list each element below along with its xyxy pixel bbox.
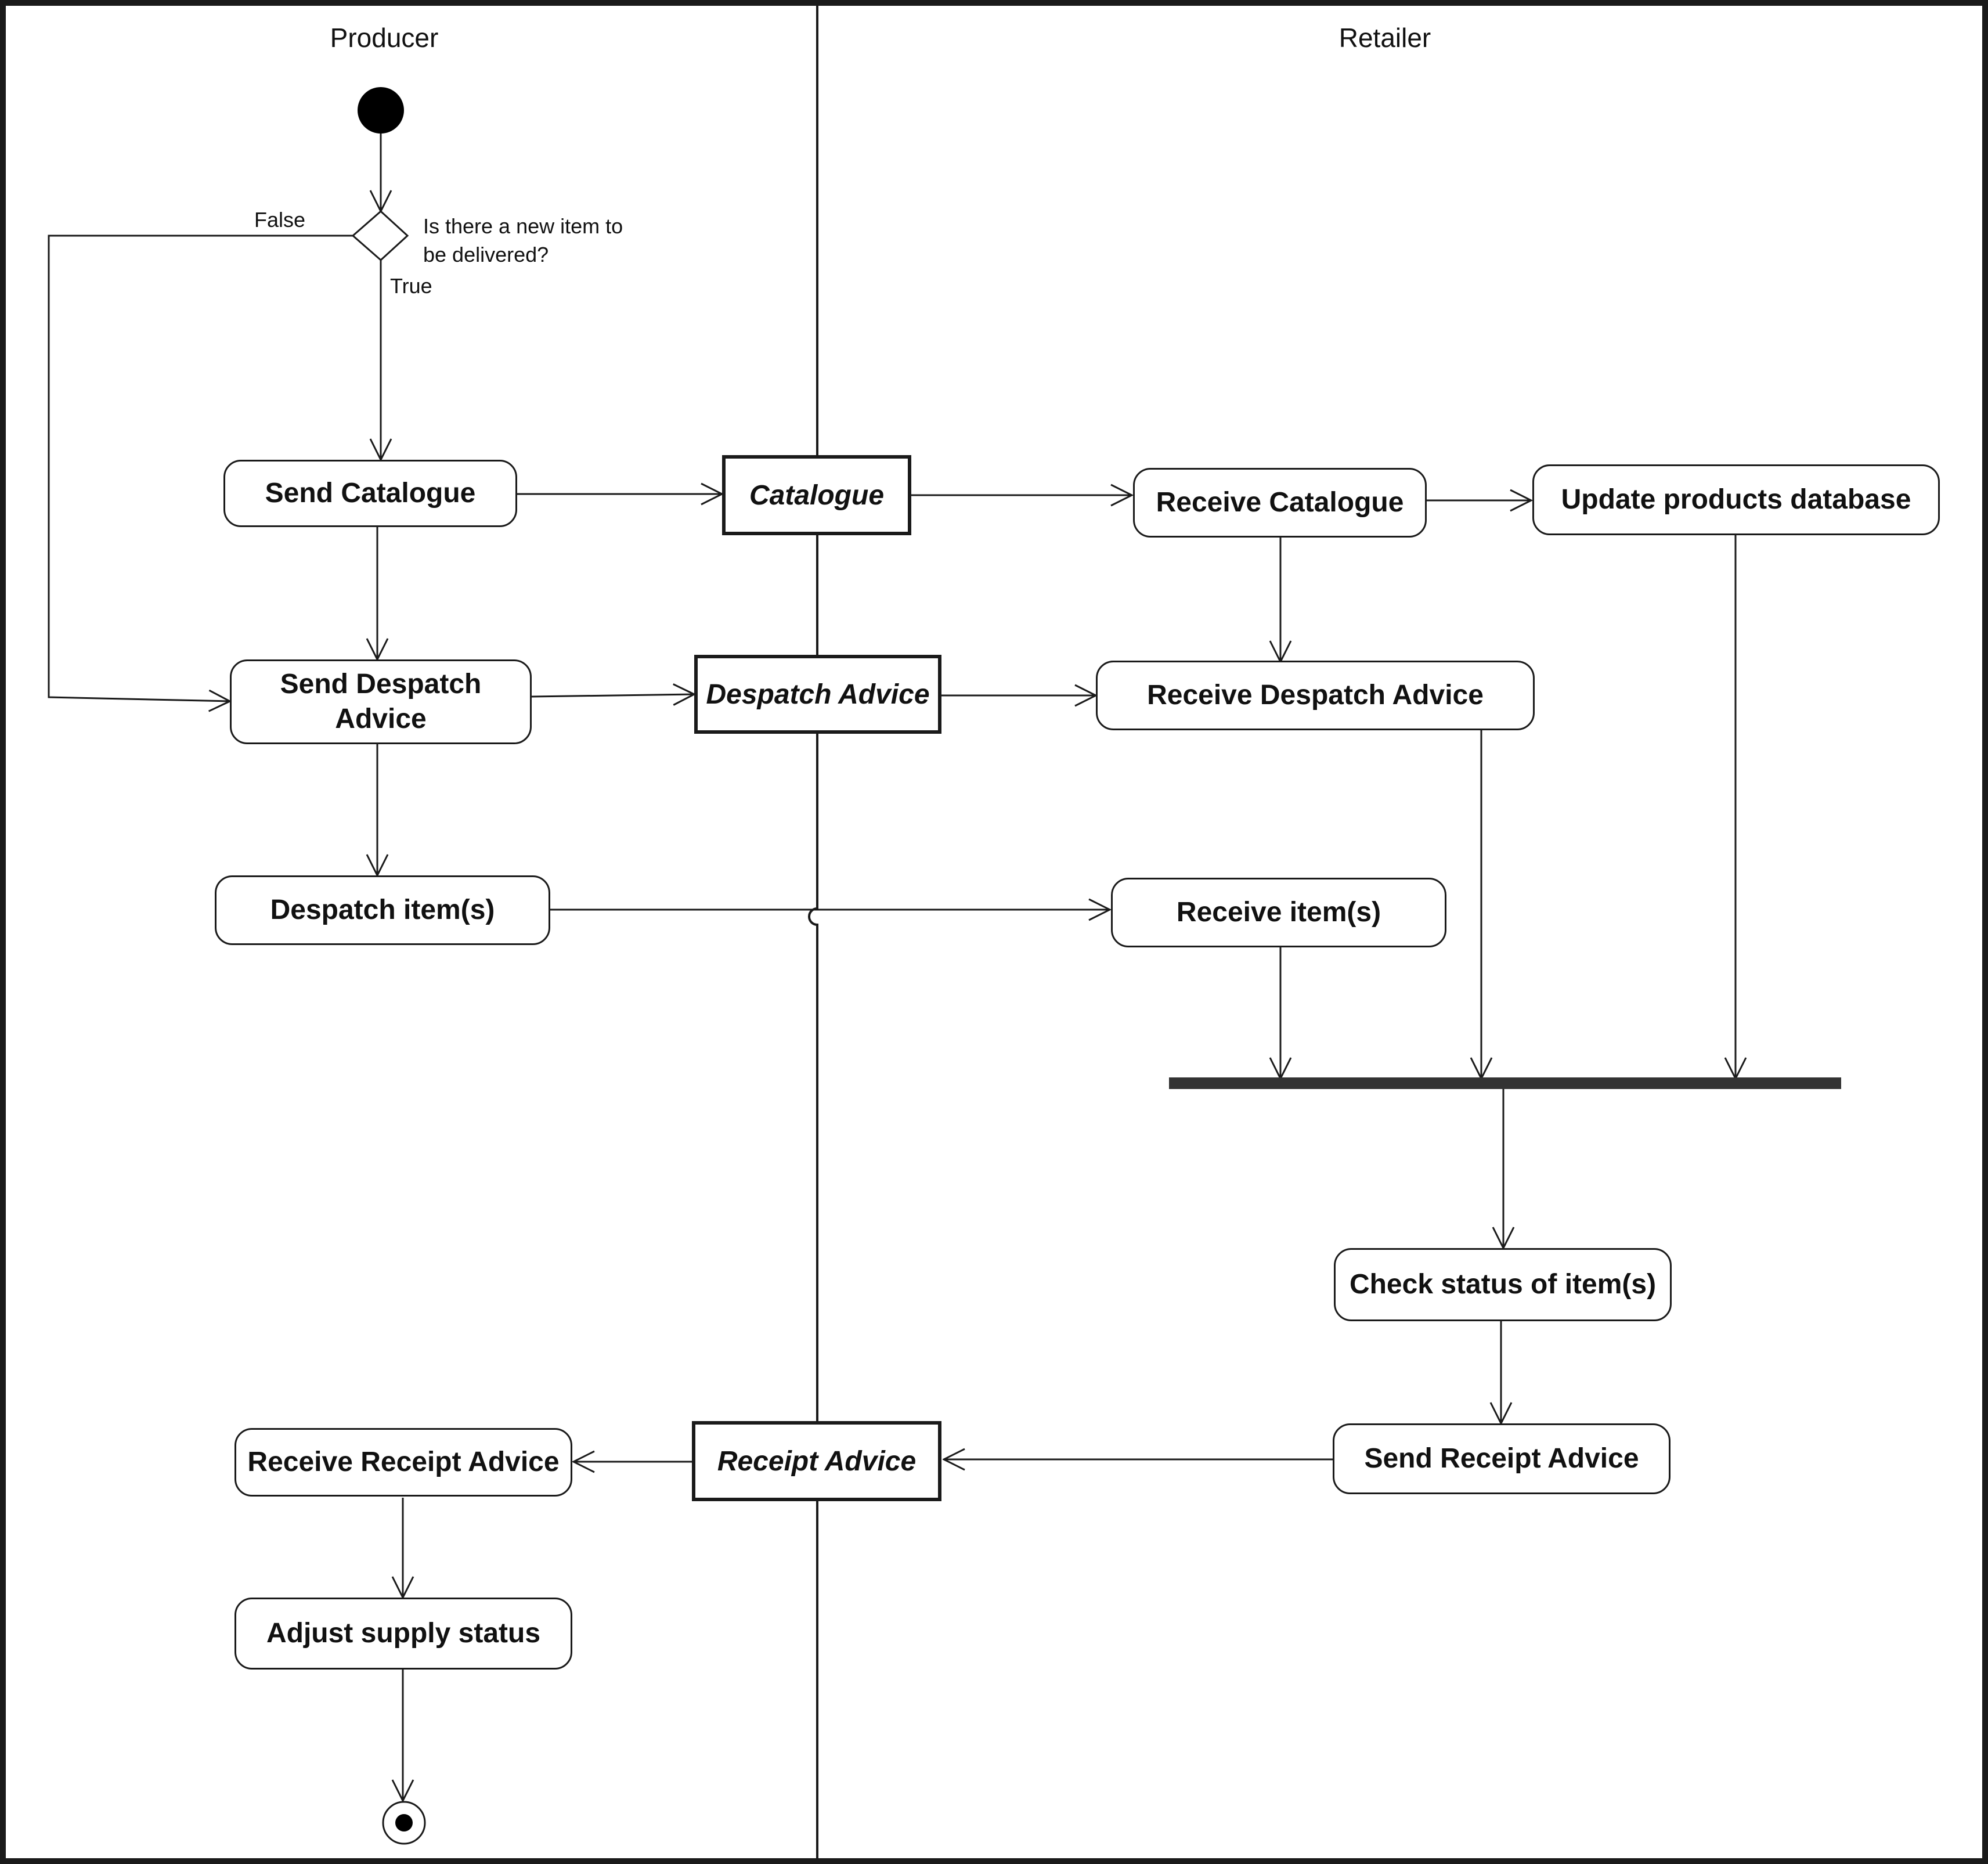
decision-question: Is there a new item to be delivered? — [423, 212, 623, 269]
swimlane-divider — [808, 5, 818, 1861]
join-bar — [1169, 1077, 1841, 1089]
action-receive-items[interactable]: Receive item(s) — [1111, 878, 1446, 947]
decision-question-line1: Is there a new item to — [423, 214, 623, 238]
initial-node — [358, 87, 404, 134]
object-receipt-advice[interactable]: Receipt Advice — [692, 1421, 941, 1501]
action-receive-despatch-advice[interactable]: Receive Despatch Advice — [1096, 661, 1535, 730]
send-despatch-advice-line1: Send Despatch — [280, 669, 482, 700]
action-check-status-of-items[interactable]: Check status of item(s) — [1334, 1248, 1672, 1321]
lane-title-producer: Producer — [330, 23, 439, 53]
object-catalogue[interactable]: Catalogue — [722, 455, 911, 535]
lane-title-retailer: Retailer — [1338, 23, 1431, 53]
guard-true: True — [390, 274, 432, 298]
action-update-products-database[interactable]: Update products database — [1532, 464, 1940, 535]
action-receive-receipt-advice[interactable]: Receive Receipt Advice — [234, 1428, 572, 1497]
decision-node — [351, 210, 409, 262]
edge-false-send-despatch — [48, 235, 353, 701]
object-despatch-advice[interactable]: Despatch Advice — [694, 655, 941, 734]
send-despatch-advice-line2: Advice — [335, 704, 427, 734]
action-receive-catalogue[interactable]: Receive Catalogue — [1133, 468, 1427, 538]
decision-question-line2: be delivered? — [423, 242, 549, 266]
action-send-receipt-advice[interactable]: Send Receipt Advice — [1333, 1423, 1671, 1494]
action-adjust-supply-status[interactable]: Adjust supply status — [234, 1598, 572, 1670]
guard-false: False — [254, 208, 306, 232]
action-despatch-items[interactable]: Despatch item(s) — [215, 875, 550, 945]
action-send-despatch-advice[interactable]: Send Despatch Advice — [230, 659, 532, 744]
edge-send-despatch-object — [531, 694, 694, 697]
action-send-catalogue[interactable]: Send Catalogue — [223, 460, 517, 527]
final-node-dot — [395, 1814, 413, 1831]
